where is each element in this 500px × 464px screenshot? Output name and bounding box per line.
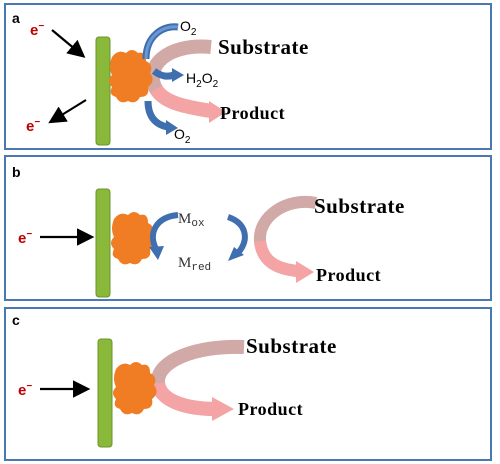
panel-b-diagram: b e− Mox Mred Substrate Product [12,164,405,298]
panel-c-diagram: c e− Substrate Product [12,312,337,448]
electron-in-label: e− [18,381,32,399]
mediator-red-label: Mred [178,255,211,274]
panel-a-diagram: a e− e− O2 H2O2 O2 Substrate Product [12,10,309,146]
panel-c: c e− Substrate Product [4,307,492,461]
o2-bottom-label: O2 [174,126,191,146]
panel-label: c [12,312,20,328]
o2-top-label: O2 [180,18,197,38]
substrate-label: Substrate [314,194,405,218]
electron-in-arrow [51,29,86,58]
mediator-left-arrow [149,212,179,251]
panel-label: b [12,164,21,180]
product-arrowhead [296,261,314,283]
h2o2-arrow [151,68,176,80]
mediator-ox-label: Mox [178,211,205,230]
product-arrow [254,239,299,277]
electron-out-label: e− [26,117,40,135]
mediator-right-arrow [226,214,248,255]
panel-label: a [12,10,20,26]
product-label: Product [316,265,381,285]
o2-bottom-arrow [144,100,169,131]
substrate-label: Substrate [246,334,337,358]
electron-out-arrow [48,99,87,124]
product-label: Product [220,103,285,123]
product-arrowhead [212,397,234,421]
enzyme [109,50,153,103]
enzyme [111,212,155,265]
electrode [95,36,111,146]
panel-b: b e− Mox Mred Substrate Product [4,155,492,301]
electrode [95,188,111,298]
product-arrowhead [209,101,226,123]
electron-in-label: e− [30,21,44,39]
product-arrow [151,381,217,416]
enzyme [113,362,157,415]
h2o2-label: H2O2 [186,70,219,90]
product-label: Product [238,399,303,419]
electrode [97,338,113,448]
product-arrow [149,84,213,118]
panel-a: a e− e− O2 H2O2 O2 Substrate Product [4,3,492,150]
substrate-label: Substrate [218,35,309,59]
electron-in-label: e− [18,229,32,247]
